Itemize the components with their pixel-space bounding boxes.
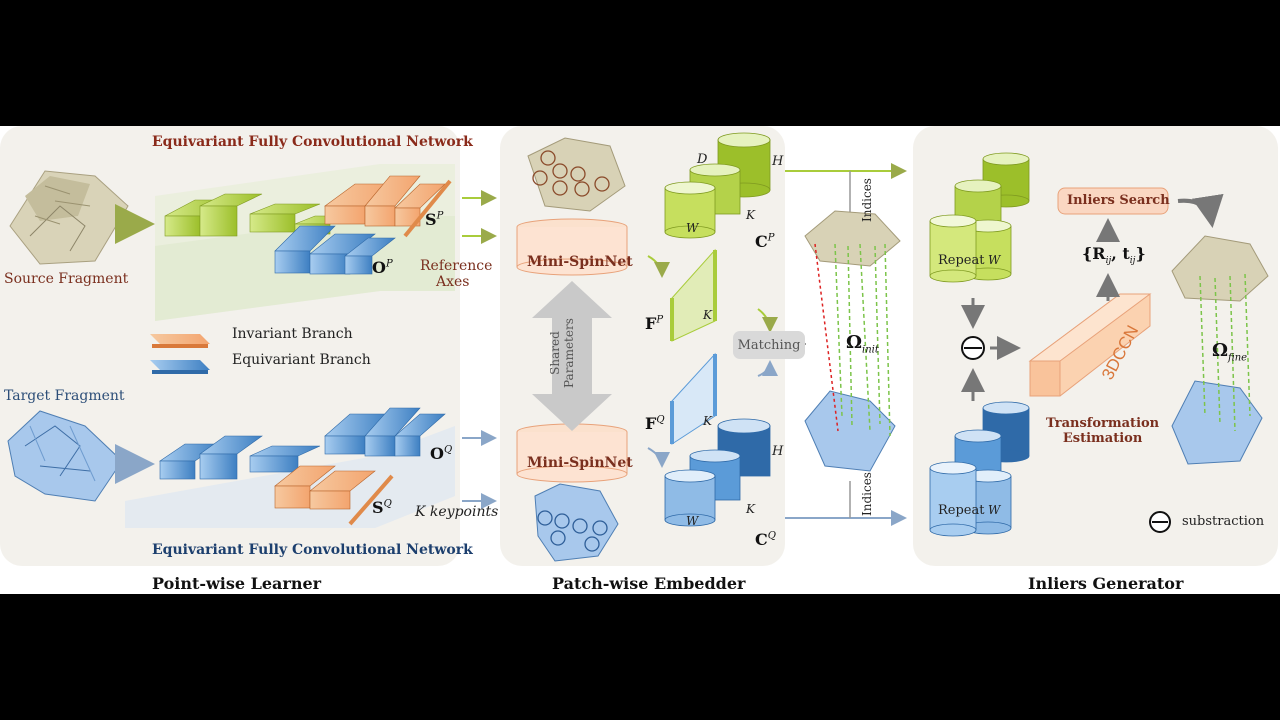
repeat-blue-cylinders <box>929 401 1030 537</box>
dim-w-label: W <box>686 221 699 235</box>
repeat-bottom-label: Repeat <box>938 503 985 518</box>
mini-spinnet-bottom-label: Mini-SpinNet <box>527 455 633 471</box>
c-q-symbol: CQ <box>755 530 776 549</box>
3dccn-block <box>1028 293 1152 397</box>
f-p-symbol: FP <box>645 314 664 333</box>
inliers-search-box <box>1057 187 1169 215</box>
repeat-green-cylinders <box>929 152 1030 283</box>
legend-swatches <box>150 334 210 374</box>
dim-k-label: K <box>746 208 755 222</box>
rotation-translation-label: {Rij, tij} <box>1082 244 1146 267</box>
diagram-canvas: Equivariant Fully Convolutional Network … <box>0 126 1280 594</box>
mini-spinnet-bottom-cylinder <box>516 423 628 483</box>
refined-correspondence-fragments <box>1171 235 1269 465</box>
source-fragment-label: Source Fragment <box>4 271 129 287</box>
f-p-feature-plane <box>670 248 717 342</box>
diagram-graphics <box>7 132 1269 562</box>
c-q-cylinders <box>664 418 771 527</box>
shared-parameters-arrow <box>532 281 612 431</box>
indices-top-label: Indices <box>860 178 874 222</box>
c-p-symbol: CP <box>755 232 775 251</box>
dim-h-label: H <box>772 154 784 169</box>
initial-correspondence-fragments <box>804 210 901 472</box>
omega-fine-symbol: Ωfine <box>1212 340 1248 364</box>
target-fragment-image <box>7 410 123 502</box>
legend-invariant-label: Invariant Branch <box>232 326 353 342</box>
repeat-top-label: Repeat <box>938 253 985 268</box>
w-bottom-label: W <box>988 503 1001 517</box>
point-wise-learner-caption: Point-wise Learner <box>152 574 322 593</box>
target-fragment-label: Target Fragment <box>4 388 125 404</box>
s-q-symbol: SQ <box>372 498 392 517</box>
o-p-symbol: OP <box>372 258 393 277</box>
bottom-network-title: Equivariant Fully Convolutional Network <box>152 542 473 558</box>
s-p-symbol: SP <box>425 210 444 229</box>
k-keypoints-label: K keypoints <box>415 504 499 520</box>
f-q-symbol: FQ <box>645 414 665 433</box>
target-patches-image <box>534 483 619 562</box>
f-q-feature-plane <box>670 352 717 445</box>
dim-k3-label: K <box>703 414 712 428</box>
patch-wise-embedder-caption: Patch-wise Embedder <box>552 574 746 593</box>
matching-box: Matching <box>733 331 805 359</box>
inliers-search-label: Inliers Search <box>1067 193 1170 208</box>
w-top-label: W <box>988 253 1001 267</box>
subtraction-legend-label: substraction <box>1182 514 1265 529</box>
mini-spinnet-top-label: Mini-SpinNet <box>527 254 633 270</box>
dim-h2-label: H <box>772 444 784 459</box>
source-patches-image <box>527 137 626 212</box>
mini-spinnet-top-cylinder <box>516 218 628 276</box>
c-p-cylinders <box>664 132 771 239</box>
reference-axes-label-1: Reference <box>420 258 493 274</box>
dim-k4-label: K <box>746 502 755 516</box>
dim-w2-label: W <box>686 514 699 528</box>
top-network-title: Equivariant Fully Convolutional Network <box>152 134 473 150</box>
omega-init-symbol: Ωinit <box>846 332 879 356</box>
dim-k2-label: K <box>703 308 712 322</box>
dim-d-label: D <box>697 152 708 167</box>
inliers-generator-caption: Inliers Generator <box>1028 574 1184 593</box>
indices-bottom-label: Indices <box>860 472 874 516</box>
subtraction-legend-icon <box>1149 511 1171 533</box>
reference-axes-label-2: Axes <box>436 274 470 290</box>
legend-equivariant-label: Equivariant Branch <box>232 352 371 368</box>
o-q-symbol: OQ <box>430 444 453 463</box>
source-fragment-image <box>9 170 129 265</box>
subtraction-operator <box>961 336 985 360</box>
